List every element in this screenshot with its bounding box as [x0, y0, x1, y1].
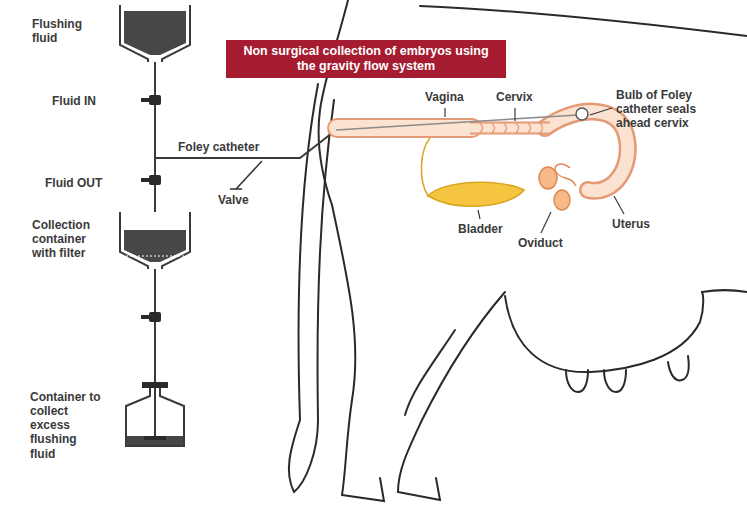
part-label: Uterus: [612, 217, 672, 231]
fluid-tube: [154, 269, 156, 382]
reproductive-tract: [480, 123, 543, 133]
reproductive-tract: [470, 122, 550, 135]
leader-line: [514, 108, 515, 121]
catheter-tube: [155, 130, 336, 158]
part-label: Cervix: [496, 90, 556, 104]
leader-line: [445, 108, 624, 233]
cow-outline: [398, 478, 440, 500]
leader-line: [478, 210, 480, 219]
part-label: Bladder: [458, 222, 518, 236]
cow-outline: [420, 6, 747, 36]
valve-clamp: [149, 175, 161, 185]
valve-clamp: [141, 95, 161, 322]
part-label: Valve: [218, 193, 268, 207]
fluid-container: Container to collect excess flushing flu…: [118, 382, 192, 448]
fluid-container: Flushing fluid: [118, 5, 192, 62]
cow-outline: [318, 100, 334, 420]
part-label: Bulb of Foley catheter seals ahead cervi…: [616, 88, 720, 130]
fluid-fill: [124, 11, 186, 55]
container-label: Container to collect excess flushing flu…: [30, 390, 102, 461]
bladder: [428, 182, 524, 206]
container-outline: [120, 5, 190, 62]
cow-outline: [702, 290, 747, 292]
valve-clamp: [149, 95, 161, 105]
fluid-tube: [154, 62, 156, 212]
container-label: Flushing fluid: [32, 17, 102, 45]
cow-outline: [566, 370, 588, 392]
part-label: Oviduct: [518, 236, 578, 250]
bottle-cap: [142, 382, 168, 388]
valve-marker: [236, 161, 262, 189]
cow-outline: [299, 84, 318, 420]
cow-outline: [505, 292, 703, 372]
cervix-ridge: [504, 123, 507, 133]
title-banner: Non surgical collection of embryos using…: [226, 40, 506, 78]
valve-clamp: [141, 178, 149, 182]
bottle-outline: [126, 387, 184, 446]
fluid-container: Collection container with filter: [118, 212, 192, 269]
valve-marker: [230, 161, 262, 189]
cervix-ridge: [480, 123, 483, 133]
leader-line: [541, 212, 551, 233]
part-label: Foley catheter: [178, 140, 288, 154]
cervix-ridge: [528, 123, 531, 133]
leader-line: [590, 108, 612, 115]
cow-outline: [332, 205, 355, 495]
valve-clamp: [149, 312, 161, 322]
valve-marker: [230, 188, 242, 190]
oviduct-ovary: [539, 167, 557, 189]
rod-base: [144, 436, 166, 440]
container-shape: [118, 5, 192, 62]
valve-clamp: [141, 98, 149, 102]
leader-line: [614, 196, 624, 214]
cervix-ridge: [540, 123, 543, 133]
reproductive-tract: [336, 108, 628, 191]
fluid-fill: [124, 230, 186, 262]
fluid-fill: [126, 436, 184, 446]
filter-mesh: [126, 256, 184, 257]
inner-rod: [154, 388, 156, 438]
cow-outline: [342, 478, 384, 501]
reproductive-tract: [576, 108, 588, 120]
container-outline: [120, 212, 190, 269]
bladder: [421, 138, 524, 206]
valve-clamp: [141, 315, 149, 319]
catheter-tube: [155, 130, 336, 158]
container-shape: [118, 382, 192, 448]
part-label: Vagina: [425, 90, 485, 104]
oviduct-ovary: [539, 164, 576, 210]
bladder: [421, 138, 430, 196]
part-label: Fluid OUT: [45, 176, 125, 190]
container-label: Collection container with filter: [32, 218, 102, 260]
cervix-ridge: [492, 123, 495, 133]
reproductive-tract: [470, 124, 550, 133]
oviduct-ovary: [554, 190, 570, 210]
cervix-ridge: [516, 123, 519, 133]
leader-line: [444, 108, 445, 117]
part-label: Fluid IN: [52, 94, 122, 108]
container-shape: [118, 212, 192, 269]
cow-outline: [289, 420, 318, 492]
reproductive-tract: [336, 115, 578, 130]
cow-outline: [405, 330, 455, 415]
cow-outline: [604, 370, 626, 392]
cow-outline: [668, 356, 689, 380]
oviduct-ovary: [555, 164, 576, 186]
cow-outline: [398, 292, 505, 492]
